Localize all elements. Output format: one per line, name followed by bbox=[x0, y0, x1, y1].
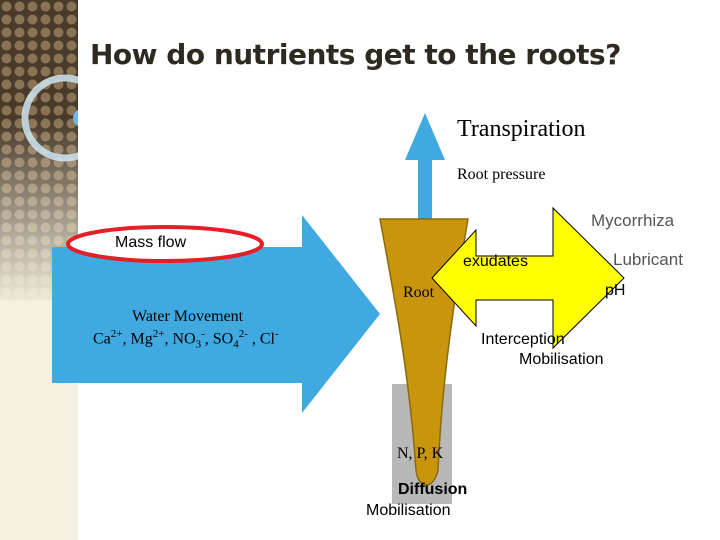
label-ph: pH bbox=[605, 282, 626, 299]
label-mass-flow: Mass flow bbox=[115, 234, 187, 251]
label-water-movement: Water Movement bbox=[132, 308, 244, 325]
label-mycorrhiza: Mycorrhiza bbox=[591, 211, 675, 230]
ion-sep: , bbox=[164, 330, 173, 348]
label-lubricant: Lubricant bbox=[613, 250, 683, 269]
ion-sep: , bbox=[122, 330, 131, 348]
ion-cl: Cl bbox=[259, 330, 275, 348]
ion-list: Ca2+, Mg2+, NO3-, SO42- , Cl- bbox=[93, 328, 279, 351]
ion-no3: NO bbox=[172, 330, 196, 348]
ion-sep: , bbox=[204, 330, 213, 348]
label-mobilisation-right: Mobilisation bbox=[519, 351, 604, 368]
ion-mg-charge: 2+ bbox=[152, 328, 165, 340]
label-transpiration: Transpiration bbox=[457, 116, 586, 142]
label-diffusion: Diffusion bbox=[398, 481, 468, 498]
label-interception: Interception bbox=[481, 331, 565, 348]
label-exudates: exudates bbox=[463, 253, 528, 270]
ion-so4-charge: 2- bbox=[238, 328, 248, 340]
interception-arrow bbox=[431, 206, 625, 350]
ion-sep: , bbox=[247, 330, 260, 348]
ion-ca-charge: 2+ bbox=[110, 328, 123, 340]
mass-flow-arrow bbox=[52, 215, 380, 413]
label-root-pressure: Root pressure bbox=[457, 166, 546, 183]
transpiration-arrow bbox=[405, 113, 445, 228]
label-npk: N, P, K bbox=[397, 445, 444, 462]
label-mobilisation-bottom: Mobilisation bbox=[366, 502, 451, 519]
ion-so4-sub: 4 bbox=[233, 338, 239, 351]
label-root: Root bbox=[403, 284, 435, 301]
ion-cl-charge: - bbox=[274, 328, 279, 340]
ion-mg: Mg bbox=[130, 330, 153, 348]
mass-flow-highlight bbox=[66, 225, 264, 263]
sidebar-pattern bbox=[0, 0, 78, 310]
ion-ca: Ca bbox=[93, 330, 111, 348]
ion-no3-charge: - bbox=[201, 328, 205, 340]
page-title: How do nutrients get to the roots? bbox=[90, 38, 621, 71]
ion-no3-sub: 3 bbox=[195, 338, 202, 351]
ion-so4: SO bbox=[212, 330, 234, 348]
